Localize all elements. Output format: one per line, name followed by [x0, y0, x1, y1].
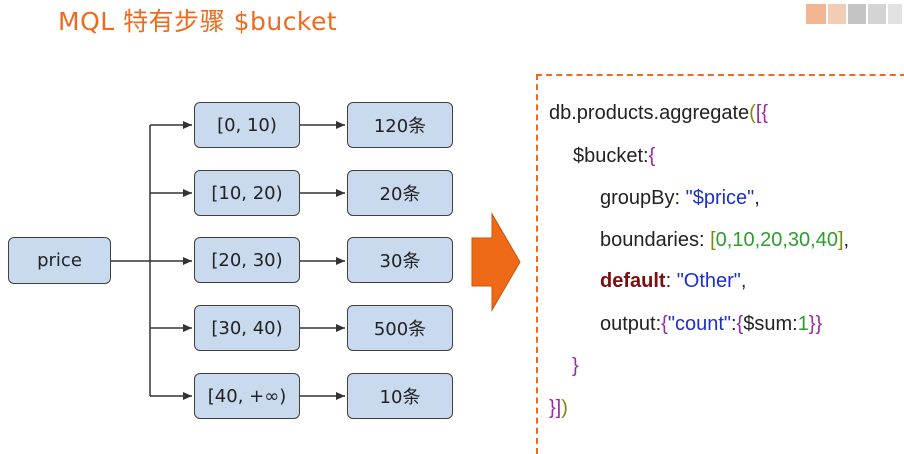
- code-token: ,: [740, 270, 747, 292]
- code-line: db.products.aggregate([{: [549, 102, 768, 125]
- code-line: $bucket:{: [573, 145, 655, 168]
- page-title: MQL 特有步骤 $bucket: [58, 7, 338, 36]
- code-line: default: "Other",: [600, 270, 746, 293]
- code-token: {: [661, 313, 668, 335]
- code-token: :: [665, 270, 677, 292]
- code-token: 1: [797, 313, 809, 335]
- range-node: [30, 40): [194, 305, 300, 351]
- code-token: 0,10,20,30,40: [715, 229, 838, 251]
- code-token: "Other": [676, 270, 741, 292]
- code-token: }: [572, 355, 579, 377]
- code-token: ,: [754, 187, 760, 209]
- code-line: output:{"count":{$sum:1}}: [600, 313, 822, 336]
- price-node: price: [8, 237, 111, 284]
- watermark-block: [848, 4, 866, 24]
- code-token: {: [648, 145, 656, 167]
- code-token: $bucket:: [573, 145, 649, 167]
- code-token: {: [736, 313, 744, 335]
- count-node: 10条: [347, 373, 453, 419]
- watermark-block: [888, 4, 902, 24]
- code-line: groupBy: "$price",: [600, 187, 760, 210]
- code-line: }]): [549, 397, 568, 420]
- range-node: [10, 20): [194, 170, 300, 216]
- code-line: }: [572, 355, 579, 378]
- range-node: [20, 30): [194, 237, 300, 283]
- code-token: [: [710, 229, 716, 251]
- code-token: ,: [843, 229, 850, 251]
- code-token: ): [561, 397, 568, 419]
- flow-connectors: [111, 121, 521, 400]
- code-token: :: [730, 313, 737, 335]
- code-token: "count": [667, 313, 731, 335]
- code-token: boundaries:: [600, 229, 711, 251]
- watermark-block: [828, 4, 846, 24]
- code-token: }}: [808, 313, 823, 335]
- code-line: boundaries: [0,10,20,30,40],: [600, 229, 849, 252]
- big-arrow-icon: [471, 212, 521, 312]
- range-node: [40, +∞): [194, 373, 300, 419]
- code-token: groupBy:: [600, 187, 686, 209]
- code-token: [{: [755, 102, 769, 124]
- range-node: [0, 10): [194, 102, 300, 148]
- count-node: 120条: [347, 102, 453, 148]
- code-block: db.products.aggregate([{ $bucket:{ group…: [0, 0, 849, 419]
- code-token: }]: [549, 397, 562, 419]
- code-token: "$price": [685, 187, 755, 209]
- count-node: 30条: [347, 237, 453, 283]
- code-token: db.products.aggregate: [549, 102, 750, 124]
- code-token: output:: [600, 313, 662, 335]
- count-node: 20条: [347, 170, 453, 216]
- code-token: (: [749, 102, 756, 124]
- blurred-watermark: [806, 4, 902, 24]
- watermark-block: [806, 4, 826, 24]
- code-token: $sum:: [743, 313, 798, 335]
- watermark-block: [868, 4, 886, 24]
- code-keyword: default: [600, 270, 666, 292]
- code-token: ]: [837, 229, 844, 251]
- code-panel: [536, 74, 904, 454]
- count-node: 500条: [347, 305, 453, 351]
